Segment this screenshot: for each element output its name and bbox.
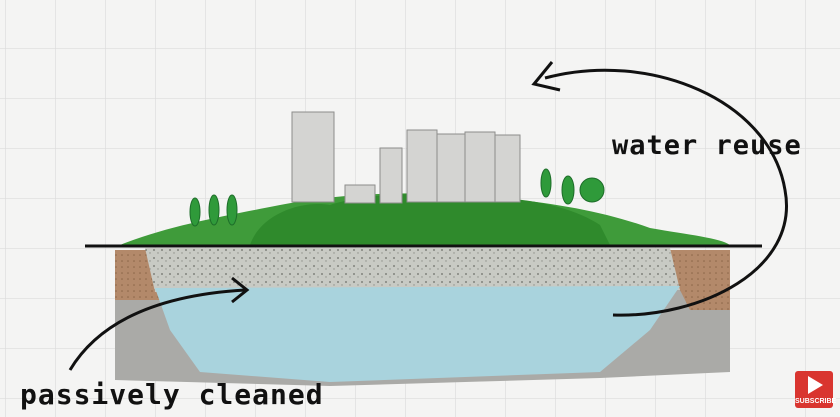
play-icon (808, 376, 823, 394)
water-reuse-label: water reuse (612, 130, 802, 161)
trees (189, 168, 605, 227)
cleaned-arrow (68, 288, 246, 371)
arrowhead-icon (531, 61, 561, 92)
arrowhead-icon (231, 276, 250, 304)
subscribe-button[interactable]: SUBSCRIBE (795, 371, 837, 408)
water-reuse-arrow (544, 68, 788, 317)
subscribe-label: SUBSCRIBE (795, 398, 837, 405)
city-buildings (291, 111, 521, 204)
passively-cleaned-label: passively cleaned (20, 378, 324, 411)
water-body (155, 286, 680, 382)
gravel-layer (145, 248, 680, 292)
soil-right (660, 250, 730, 310)
tree-cluster (250, 194, 610, 245)
